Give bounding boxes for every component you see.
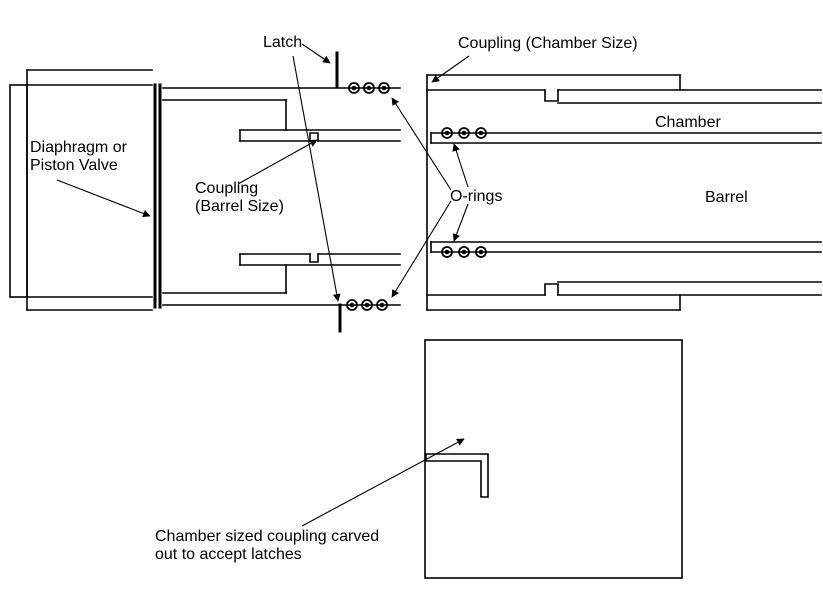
latch-arrow-top [301,43,331,64]
label-diaphragm-line1: Diaphragm or [30,139,128,156]
end-cap [9,84,28,298]
pipe-stop-notch-top [544,89,559,102]
chamber-coupling-assembly [426,74,822,311]
orings-arrow-right-bottom [452,203,469,242]
diaphragm-arrow [56,179,151,218]
latch-slot-shape [425,453,489,498]
orings-arrow-left-top [391,97,452,191]
barrel-coupling [162,87,401,306]
label-chamber: Chamber [655,114,721,131]
coupling-detail-square [424,339,683,579]
o-ring [361,299,373,311]
o-ring [348,82,360,94]
latch-notch-bottom [309,253,319,263]
annotation-arrows [56,43,470,527]
orings-arrow-left-bottom [391,200,452,298]
orings-valve-top [348,82,390,94]
label-barrel: Barrel [705,189,748,206]
chamber-coupling-arrow [431,55,470,83]
carved-coupling-arrow [301,438,465,527]
label-orings: O-rings [450,188,502,205]
label-coupling-barrel-line1: Coupling [195,180,258,197]
label-carved-line1: Chamber sized coupling carved [155,528,379,545]
o-ring [346,299,358,311]
o-ring [363,82,375,94]
orings-valve-bottom [346,299,388,311]
barrel-coupling-arrow [237,139,318,185]
label-coupling-barrel-line2: (Barrel Size) [195,198,284,215]
orings-coupling-top [441,127,487,139]
label-coupling-chamber-size: Coupling (Chamber Size) [458,35,638,52]
o-ring [458,127,470,139]
diagram-labels: Latch Coupling (Chamber Size) Diaphragm … [30,34,748,563]
diaphragm [153,83,162,309]
latch-notch-top [309,132,319,142]
orings-arrow-right-top [452,143,469,188]
carved-coupling-detail [424,339,683,579]
o-ring [475,127,487,139]
label-diaphragm-line2: Piston Valve [30,157,118,174]
o-ring [441,246,453,258]
o-ring [376,299,388,311]
valve-assembly [9,51,401,333]
o-ring [378,82,390,94]
latch-arrow-bottom [292,55,341,302]
orings-coupling-bottom [441,246,487,258]
pipe-stop-notch-bottom [544,283,559,296]
o-ring [458,246,470,258]
label-latch: Latch [263,34,302,51]
o-ring [441,127,453,139]
label-carved-line2: out to accept latches [155,546,302,563]
o-ring [475,246,487,258]
